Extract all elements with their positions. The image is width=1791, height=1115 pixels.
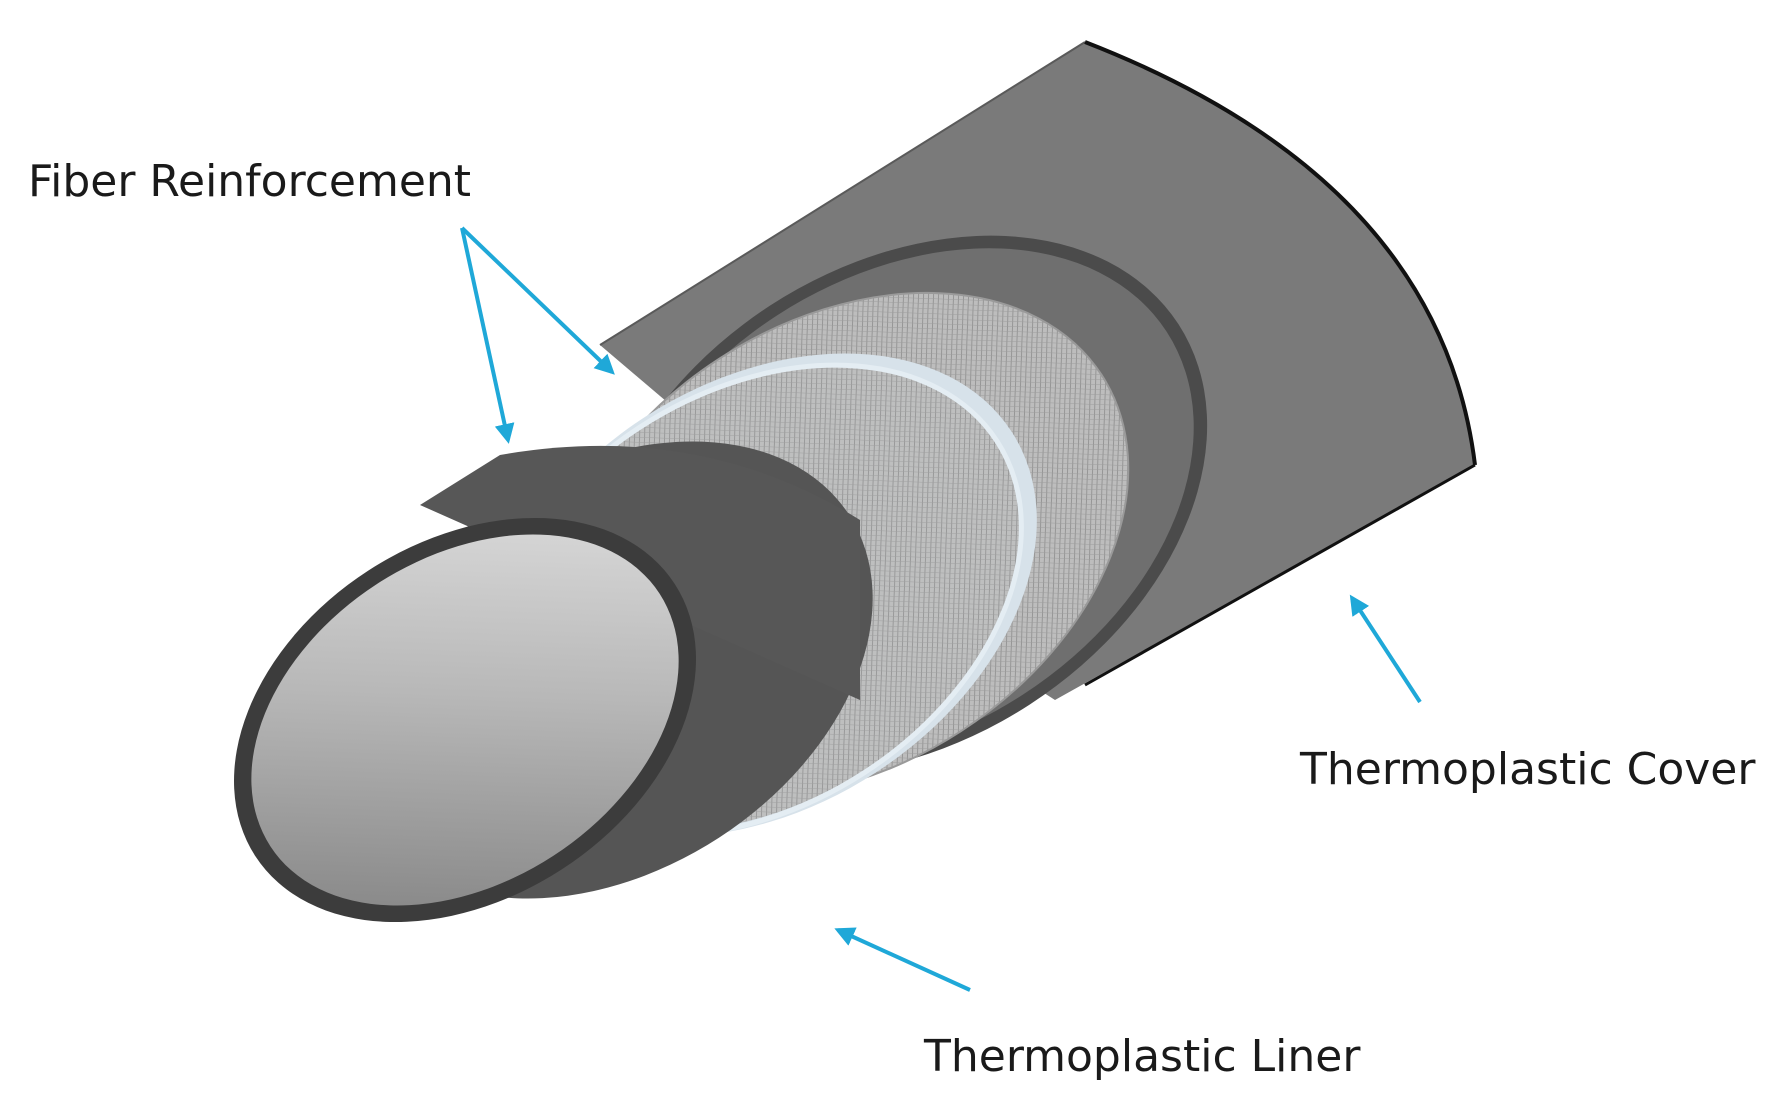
fiber-arrow-outer <box>460 226 615 375</box>
label-thermoplastic-cover: Thermoplastic Cover <box>1299 744 1756 795</box>
liner-arrow <box>834 927 971 992</box>
fiber-reinforcement-arrows <box>460 226 615 444</box>
label-fiber-reinforcement: Fiber Reinforcement <box>28 156 471 207</box>
cover-end-outline <box>1084 40 1477 466</box>
liner-bore <box>251 534 679 906</box>
thermoplastic-liner <box>234 441 873 923</box>
cover-bottom-edge <box>1084 463 1476 687</box>
label-thermoplastic-liner: Thermoplastic Liner <box>923 1031 1361 1082</box>
fiber-arrow-inner <box>460 227 515 444</box>
cover-top-edge <box>599 41 1086 346</box>
cover-arrow <box>1349 594 1422 704</box>
